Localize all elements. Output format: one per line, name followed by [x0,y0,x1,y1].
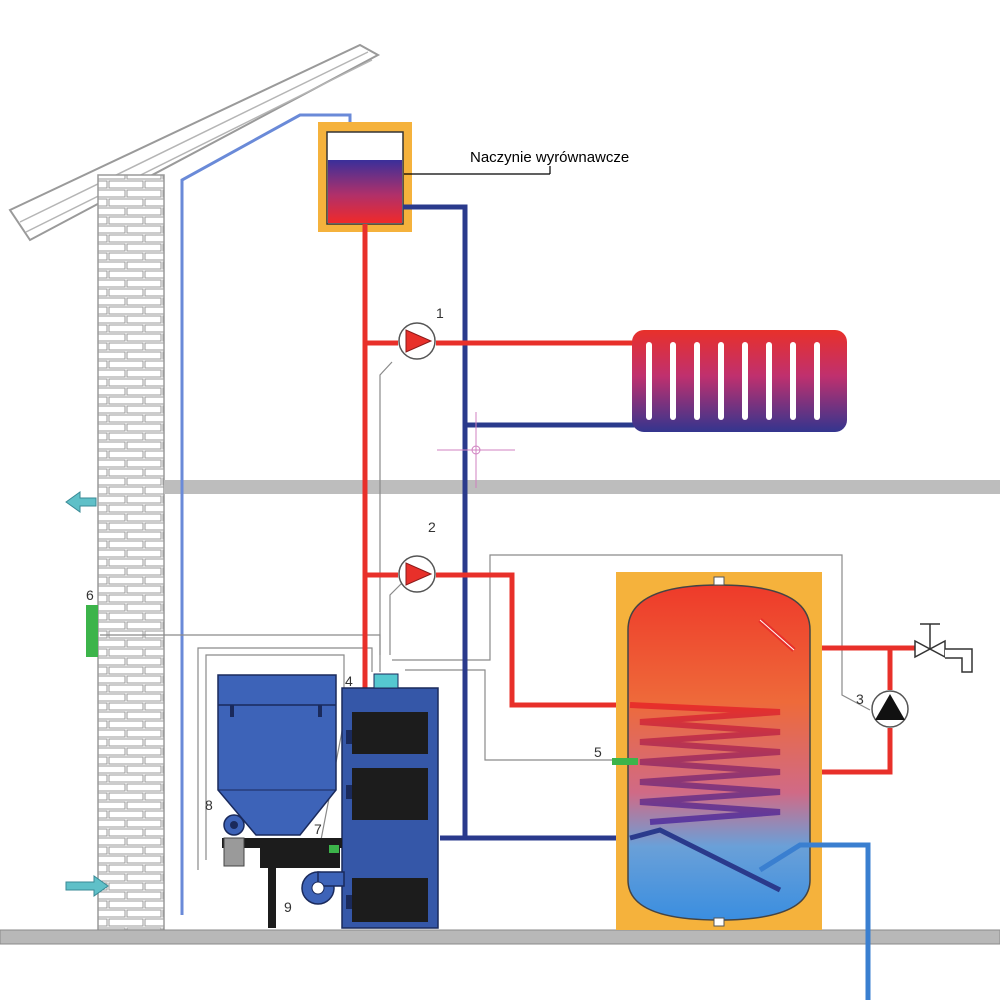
label-9: 9 [284,899,292,915]
boiler [341,673,439,929]
temperature-sensor-icon [86,605,98,657]
control-wires [100,361,871,870]
ground-slab [0,929,1000,945]
pump-icon [398,322,436,360]
label-pump-3: 3 [856,691,864,707]
callout-expansion-vessel: Naczynie wyrównawcze [470,149,629,166]
label-4: 4 [345,673,353,689]
radiator [632,330,847,432]
vent-pipe [180,113,352,915]
pump-icon [398,555,436,593]
label-sensor-5: 5 [594,744,602,760]
return-pipes [403,204,640,841]
crosshair-mark [437,412,515,488]
pellet-feeder [222,814,342,928]
air-flow-arrow-icon [65,875,109,897]
pump-icon [871,690,909,728]
blower-fan [301,871,345,905]
supply-pipes [362,224,915,775]
air-flow-arrow-icon [65,491,97,513]
floor-slab [164,480,1000,494]
label-pump-2: 2 [428,519,436,535]
temperature-sensor-icon [612,758,638,765]
pellet-hopper [217,674,337,836]
hot-water-tank [616,572,871,1000]
label-pump-1: 1 [436,305,444,321]
label-sensor-6: 6 [86,587,94,603]
chimney-wall [97,174,165,931]
expansion-vessel [318,122,412,232]
tap-valve-icon [914,623,973,673]
label-8: 8 [205,797,213,813]
label-7: 7 [314,821,322,837]
